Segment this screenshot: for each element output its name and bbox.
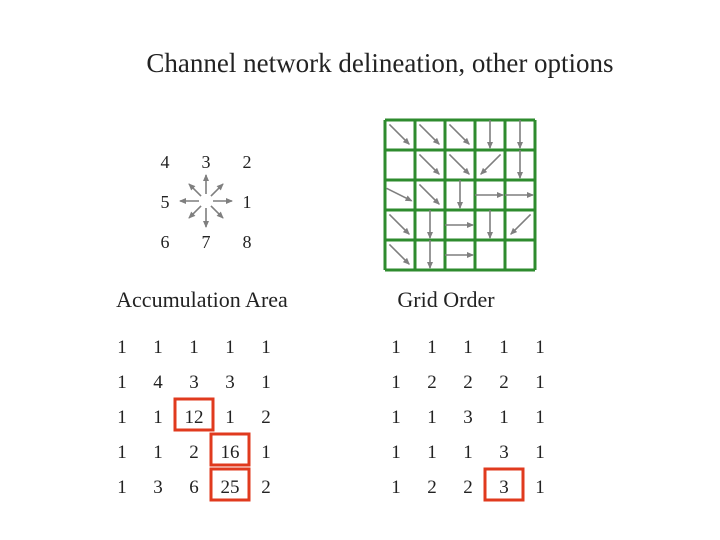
direction-code-6: 6 (161, 232, 170, 252)
accumulation-area-cell: 3 (189, 372, 199, 393)
direction-code-1: 1 (243, 192, 252, 212)
accumulation-area-cell: 1 (153, 442, 163, 463)
accumulation-area-cell: 25 (221, 477, 240, 498)
accumulation-area-cell: 1 (153, 337, 163, 358)
accumulation-area-cell: 1 (117, 407, 127, 428)
direction-code-diagram: 4 3 2 5 1 6 7 8 (161, 152, 252, 252)
grid-order-cell: 1 (391, 407, 401, 428)
flow-direction-arrow (448, 153, 470, 175)
accumulation-area-cell: 1 (189, 337, 199, 358)
flow-direction-arrow (386, 187, 413, 202)
grid-order-cell: 1 (499, 407, 509, 428)
grid-order-cell: 1 (535, 337, 545, 358)
grid-order-cell: 3 (499, 442, 509, 463)
accumulation-area-cell: 1 (261, 442, 271, 463)
grid-order-cell: 1 (391, 477, 401, 498)
accumulation-area-cell: 1 (225, 407, 235, 428)
grid-order-cell: 1 (535, 477, 545, 498)
accumulation-area-label: Accumulation Area (116, 287, 288, 312)
flow-direction-arrow (448, 123, 470, 145)
direction-code-3: 3 (202, 152, 211, 172)
flow-direction-arrow (510, 213, 532, 235)
accumulation-area-cell: 1 (117, 372, 127, 393)
grid-order-cell: 1 (391, 372, 401, 393)
accumulation-area-cell: 16 (221, 442, 240, 463)
grid-order-cell: 2 (463, 477, 473, 498)
grid-order-highlight (483, 467, 525, 502)
flow-direction-arrow (388, 213, 410, 235)
grid-order-cell: 1 (427, 407, 437, 428)
accumulation-area-cell: 1 (117, 442, 127, 463)
grid-order-cell: 2 (463, 372, 473, 393)
compass-arrow (188, 205, 202, 219)
accumulation-area-cell: 1 (225, 337, 235, 358)
accumulation-area-cell: 1 (261, 372, 271, 393)
flow-direction-arrow (388, 123, 410, 145)
accumulation-area-cell: 1 (261, 337, 271, 358)
accumulation-area-cell: 1 (153, 407, 163, 428)
accumulation-area-cell: 1 (117, 477, 127, 498)
accumulation-area-cell: 4 (153, 372, 163, 393)
flow-direction-arrow (418, 153, 440, 175)
grid-order-cell: 1 (427, 337, 437, 358)
grid-order-table: 1 1 1 1 1 1 2 2 2 1 1 1 3 1 1 1 1 1 3 1 1 2 2 3 1 (391, 337, 545, 502)
flow-direction-arrow (480, 153, 502, 175)
grid-order-cell: 1 (463, 442, 473, 463)
accumulation-area-highlight (173, 397, 215, 432)
direction-code-2: 2 (243, 152, 252, 172)
grid-order-cell: 2 (427, 372, 437, 393)
direction-code-4: 4 (161, 152, 170, 172)
grid-order-cell: 1 (535, 372, 545, 393)
direction-code-7: 7 (202, 232, 211, 252)
grid-order-cell: 1 (535, 442, 545, 463)
accumulation-area-cell: 2 (261, 477, 271, 498)
grid-order-cell: 1 (499, 337, 509, 358)
accumulation-area-cell: 3 (153, 477, 163, 498)
flow-direction-arrow (418, 123, 440, 145)
accumulation-area-cell: 1 (117, 337, 127, 358)
grid-order-label: Grid Order (397, 287, 495, 312)
grid-order-cell: 1 (391, 442, 401, 463)
direction-code-5: 5 (161, 192, 170, 212)
compass-arrows (179, 174, 233, 228)
direction-code-8: 8 (243, 232, 252, 252)
accumulation-area-cell: 6 (189, 477, 199, 498)
accumulation-area-highlight (209, 467, 251, 502)
flow-direction-grid (383, 118, 537, 272)
compass-arrow (210, 183, 224, 197)
accumulation-area-highlight (209, 432, 251, 467)
grid-order-cell: 3 (463, 407, 473, 428)
flow-direction-arrow (388, 243, 410, 265)
compass-arrow (188, 183, 202, 197)
grid-order-cell: 1 (427, 442, 437, 463)
accumulation-area-cell: 3 (225, 372, 235, 393)
grid-order-cell: 2 (499, 372, 509, 393)
flow-direction-arrow (418, 183, 440, 205)
accumulation-area-cell: 2 (261, 407, 271, 428)
grid-order-cell: 3 (499, 477, 509, 498)
grid-order-cell: 1 (391, 337, 401, 358)
accumulation-area-cell: 2 (189, 442, 199, 463)
compass-arrow (210, 205, 224, 219)
grid-order-cell: 1 (535, 407, 545, 428)
slide-title: Channel network delineation, other optio… (146, 48, 613, 78)
grid-order-cell: 2 (427, 477, 437, 498)
grid-order-cell: 1 (463, 337, 473, 358)
accumulation-area-cell: 12 (185, 407, 204, 428)
